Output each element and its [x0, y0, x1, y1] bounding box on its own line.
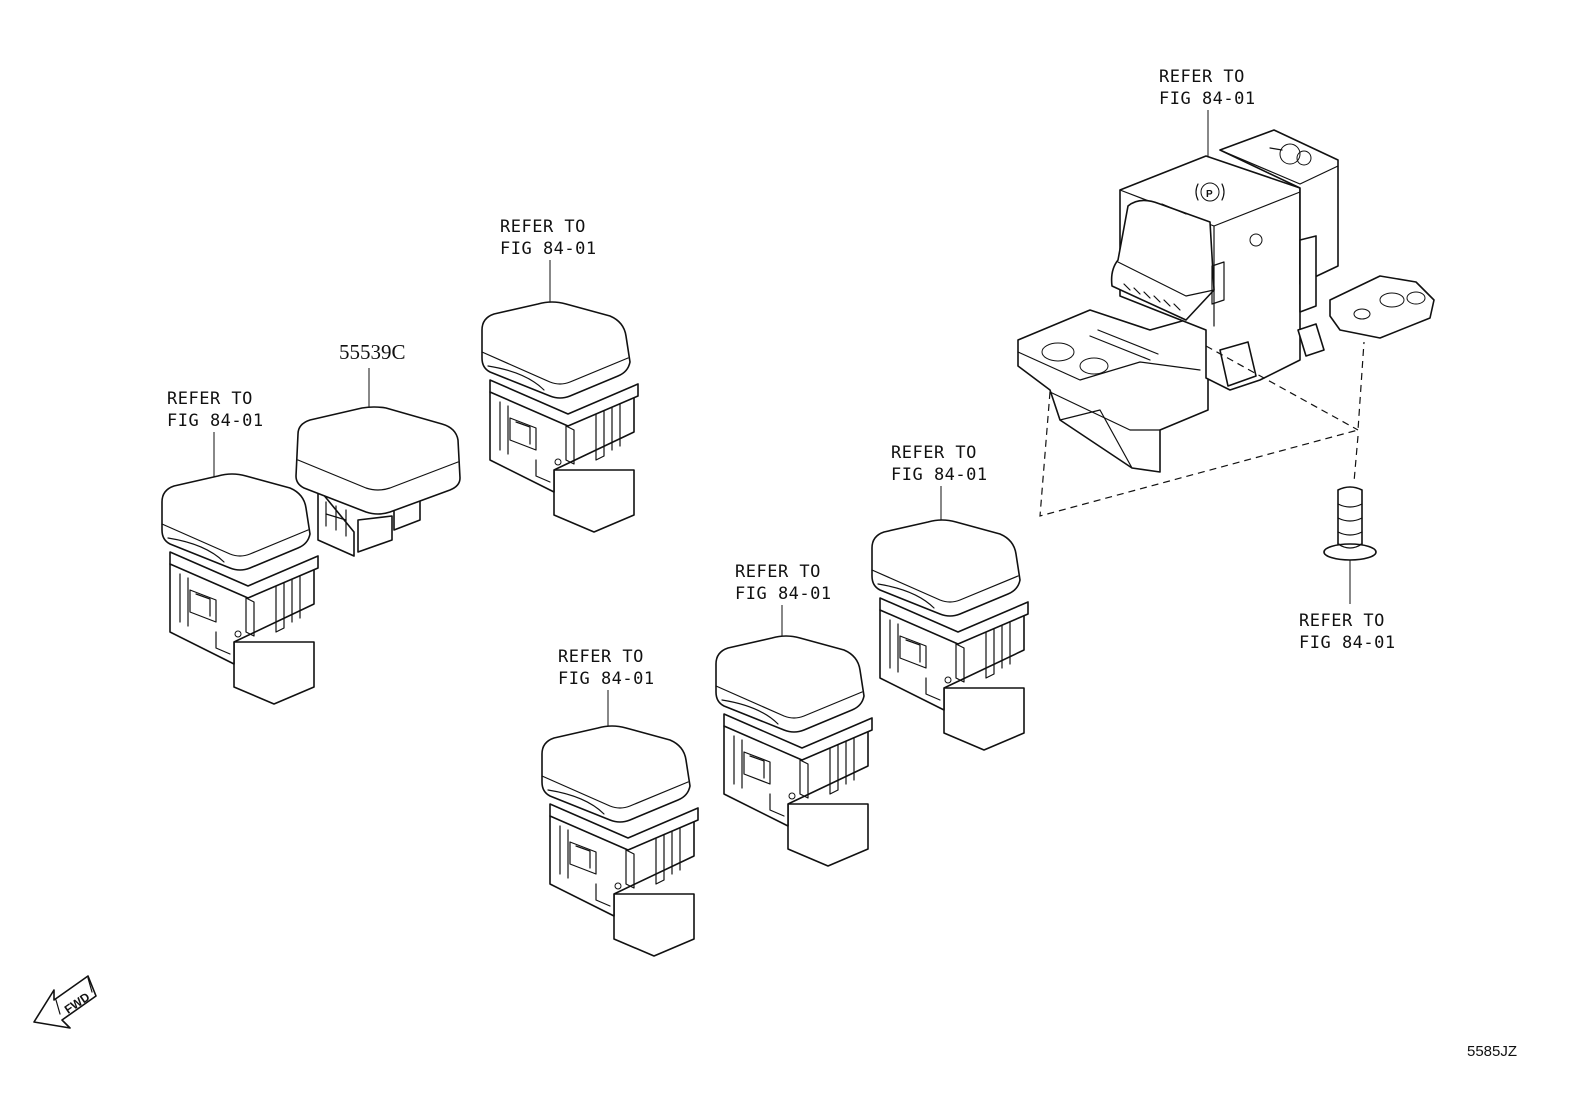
- callout-middle: REFER TO FIG 84-01: [735, 561, 832, 605]
- callout-line1: REFER TO: [891, 443, 977, 463]
- callout-line2: FIG 84-01: [735, 584, 832, 604]
- callout-line1: REFER TO: [167, 389, 253, 409]
- svg-text:P: P: [1206, 189, 1213, 200]
- callout-console-assembly: REFER TO FIG 84-01: [1159, 66, 1256, 110]
- callout-line1: REFER TO: [1299, 611, 1385, 631]
- callout-screw: REFER TO FIG 84-01: [1299, 610, 1396, 654]
- callout-left: REFER TO FIG 84-01: [167, 388, 264, 432]
- callout-line2: FIG 84-01: [558, 669, 655, 689]
- mounting-dashed-lines: [1039, 341, 1365, 517]
- callout-line2: FIG 84-01: [500, 239, 597, 259]
- switch-upper: [481, 301, 639, 533]
- callout-line2: FIG 84-01: [167, 411, 264, 431]
- callout-bottom: REFER TO FIG 84-01: [558, 646, 655, 690]
- leader-lines: [213, 110, 1209, 738]
- console-switch-assembly: P: [1017, 129, 1435, 473]
- screw: [1323, 486, 1377, 561]
- callout-line1: REFER TO: [735, 562, 821, 582]
- switch-middle: [715, 635, 873, 867]
- fwd-text: FWD: [62, 990, 93, 1017]
- callout-line1: REFER TO: [558, 647, 644, 667]
- switch-right: [871, 519, 1029, 751]
- blank-cover-55539c: [295, 406, 461, 557]
- switch-left: [161, 473, 319, 705]
- callout-line1: REFER TO: [500, 217, 586, 237]
- switch-bottom: [541, 725, 699, 957]
- fwd-label: FWD: [62, 990, 93, 1017]
- callout-line2: FIG 84-01: [1299, 633, 1396, 653]
- callout-line1: REFER TO: [1159, 67, 1245, 87]
- callout-upper: REFER TO FIG 84-01: [500, 216, 597, 260]
- callout-line2: FIG 84-01: [891, 465, 988, 485]
- diagram-code: 5585JZ: [1467, 1043, 1518, 1060]
- part-number-label: 55539C: [339, 340, 406, 364]
- callout-right: REFER TO FIG 84-01: [891, 442, 988, 486]
- fwd-arrow-icon: [33, 975, 97, 1029]
- callout-line2: FIG 84-01: [1159, 89, 1256, 109]
